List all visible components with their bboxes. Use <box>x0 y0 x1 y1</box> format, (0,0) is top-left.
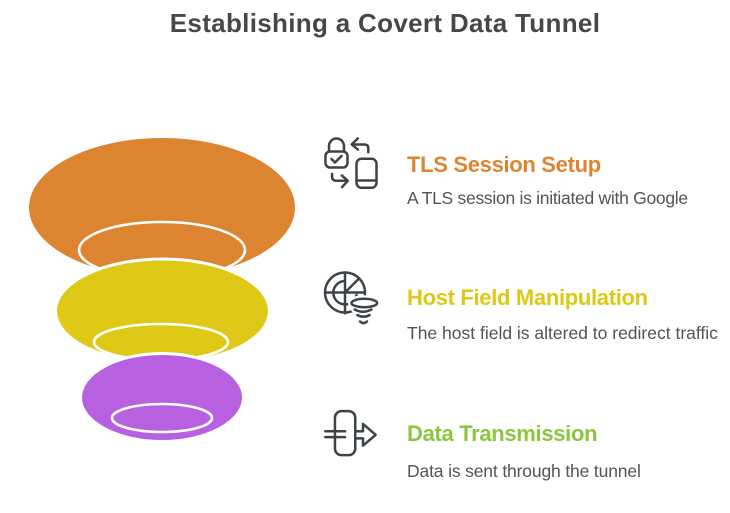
funnel-layer-middle <box>54 257 271 365</box>
funnel-layer-bottom <box>79 352 245 443</box>
step-heading-tls-session-setup: TLS Session Setup <box>407 151 601 177</box>
radar-funnel-icon <box>320 268 380 328</box>
lock-phone-sync-icon <box>320 133 380 193</box>
funnel-layer-bottom-opening <box>110 402 214 434</box>
page-title: Establishing a Covert Data Tunnel <box>169 7 601 38</box>
step-description-data-transmission: Data is sent through the tunnel <box>407 461 641 481</box>
data-out-arrow-icon <box>320 403 380 463</box>
step-heading-data-transmission: Data Transmission <box>407 420 598 446</box>
funnel-illustration <box>26 135 298 443</box>
step-heading-host-field-manipulation: Host Field Manipulation <box>407 284 648 310</box>
funnel-layer-top <box>26 135 298 280</box>
step-description-tls-session-setup: A TLS session is initiated with Google <box>407 188 688 208</box>
step-description-host-field-manipulation: The host field is altered to redirect tr… <box>407 323 718 343</box>
